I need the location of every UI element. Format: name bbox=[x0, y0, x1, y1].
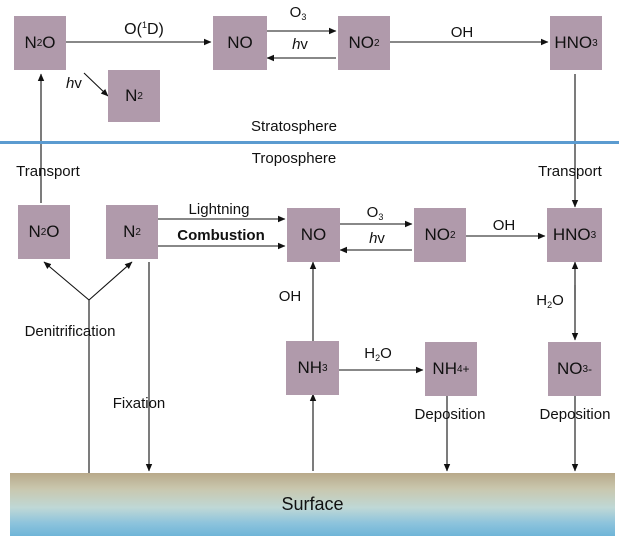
label-part: O bbox=[289, 4, 302, 21]
formula-charge: + bbox=[462, 362, 470, 376]
formula-base: NO bbox=[227, 33, 253, 52]
label-oh-strat: OH bbox=[451, 24, 474, 41]
arrow-denitrification-left bbox=[43, 261, 90, 301]
formula-base: N bbox=[24, 33, 37, 52]
formula-subscript: 2 bbox=[36, 37, 43, 49]
label-part: O( bbox=[124, 21, 142, 38]
formula-subscript: 2 bbox=[449, 229, 456, 241]
label-hv-trop: hv bbox=[369, 230, 385, 247]
stratosphere-label: Stratosphere bbox=[251, 118, 337, 135]
label-part: v bbox=[300, 36, 308, 53]
label-part: h bbox=[292, 36, 301, 53]
strat-no-box: NO bbox=[213, 16, 267, 70]
label-h2o-nh3: H2O bbox=[364, 345, 392, 363]
troposphere-label: Troposphere bbox=[251, 150, 337, 167]
formula-charge: - bbox=[588, 362, 593, 376]
formula-subscript: 4 bbox=[456, 363, 463, 375]
formula-base: N bbox=[125, 86, 138, 105]
label-subscript: 2 bbox=[375, 353, 381, 363]
formula-subscript: 3 bbox=[592, 37, 598, 49]
label-part: h bbox=[66, 75, 75, 92]
formula-subscript: 3 bbox=[322, 362, 328, 374]
formula-base: NH bbox=[432, 359, 457, 378]
label-denitrification: Denitrification bbox=[24, 323, 116, 340]
label-part: H bbox=[536, 292, 548, 309]
formula-tail: O bbox=[46, 222, 60, 241]
formula-subscript: 2 bbox=[135, 226, 141, 238]
label-hv-strat: hv bbox=[292, 36, 308, 53]
formula-base: NO bbox=[300, 225, 327, 244]
trop-no-box: NO bbox=[287, 208, 340, 262]
label-lightning: Lightning bbox=[188, 201, 250, 218]
label-part: v bbox=[377, 230, 385, 247]
formula-base: N bbox=[123, 222, 136, 241]
label-part: O bbox=[366, 204, 379, 221]
label-o3-trop: O3 bbox=[367, 204, 384, 222]
label-h2o-nitrate: H2O bbox=[536, 292, 564, 310]
arrow-denitrification-right bbox=[88, 261, 133, 301]
label-oh-trop: OH bbox=[492, 217, 516, 234]
label-part: OH bbox=[450, 24, 474, 41]
formula-subscript: 3 bbox=[590, 229, 597, 241]
arrow-n2o-to-n2-strat bbox=[83, 72, 109, 97]
tropopause-line bbox=[0, 141, 619, 144]
label-o3-strat: O3 bbox=[290, 4, 307, 22]
label-part: O bbox=[552, 292, 564, 309]
formula-base: NO bbox=[348, 33, 374, 52]
surface-band: Surface bbox=[10, 473, 615, 536]
label-part: H bbox=[364, 345, 376, 362]
formula-base: HNO bbox=[552, 225, 591, 244]
formula-base: HNO bbox=[554, 33, 593, 52]
label-part: h bbox=[369, 230, 378, 247]
formula-subscript: 2 bbox=[373, 37, 380, 49]
formula-base: N bbox=[28, 222, 41, 241]
formula-base: NO bbox=[556, 359, 583, 378]
formula-base: NO bbox=[424, 225, 450, 244]
formula-subscript: 3 bbox=[582, 363, 589, 375]
label-o1d: O(1D) bbox=[124, 20, 164, 39]
label-oh-vertical: OH bbox=[278, 288, 302, 305]
label-fixation: Fixation bbox=[112, 395, 166, 412]
label-part: O bbox=[380, 345, 392, 362]
label-deposition-right: Deposition bbox=[539, 406, 611, 423]
formula-tail: O bbox=[42, 33, 56, 52]
label-subscript: 2 bbox=[547, 300, 553, 310]
surface-label: Surface bbox=[281, 494, 344, 514]
label-deposition-mid: Deposition bbox=[414, 406, 486, 423]
label-part: D) bbox=[146, 21, 164, 38]
label-hv-n2: hv bbox=[66, 75, 82, 92]
label-superscript: 1 bbox=[141, 20, 147, 30]
label-combustion: Combustion bbox=[177, 227, 265, 244]
transport-left-label: Transport bbox=[16, 163, 80, 180]
formula-subscript: 2 bbox=[40, 226, 47, 238]
formula-subscript: 2 bbox=[137, 90, 143, 102]
label-part: v bbox=[74, 75, 82, 92]
transport-right-label: Transport bbox=[538, 163, 602, 180]
formula-base: NH bbox=[297, 358, 322, 377]
label-subscript: 3 bbox=[378, 212, 384, 222]
label-subscript: 3 bbox=[301, 12, 307, 22]
